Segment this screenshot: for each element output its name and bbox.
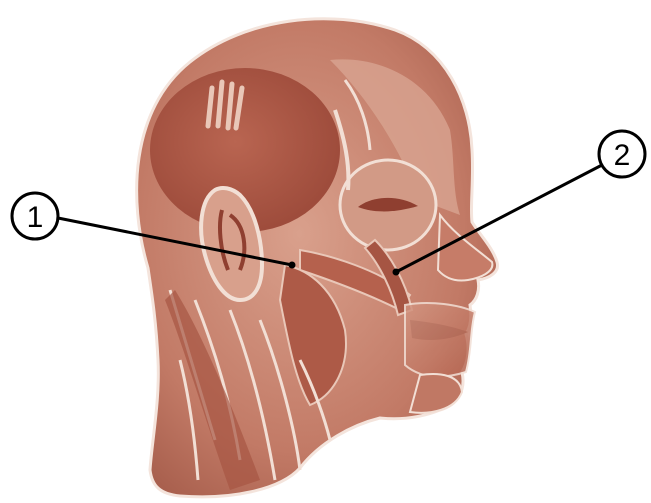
callout-label-1: 1 <box>27 201 44 234</box>
chin <box>410 374 462 413</box>
leader-dot-1 <box>289 262 296 269</box>
callout-label-2: 2 <box>614 139 631 172</box>
leader-dot-2 <box>393 269 400 276</box>
lips <box>405 303 475 377</box>
